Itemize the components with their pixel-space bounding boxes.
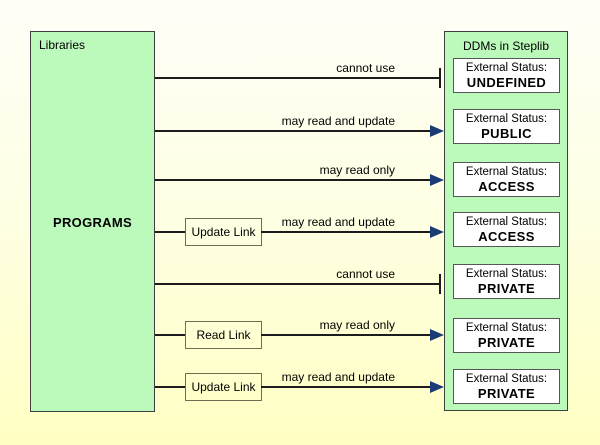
status-value: PUBLIC (481, 126, 532, 141)
status-box-private-2: External Status: PRIVATE (453, 318, 560, 353)
update-link-box: Update Link (185, 373, 262, 401)
arrow-head-icon (430, 381, 444, 393)
libraries-title: Libraries (39, 38, 86, 52)
arrow-head-icon (430, 226, 444, 238)
connector-line (261, 231, 431, 233)
status-prefix: External Status: (465, 166, 548, 178)
status-value: ACCESS (478, 179, 535, 194)
connector-line (261, 386, 431, 388)
relation-label: cannot use (336, 267, 395, 281)
relation-label: may read and update (281, 114, 395, 128)
status-box-access-1: External Status: ACCESS (453, 162, 560, 197)
read-link-box: Read Link (185, 321, 262, 349)
relation-label: may read and update (281, 215, 395, 229)
connector-line (155, 231, 186, 233)
status-value: PRIVATE (477, 281, 536, 296)
update-link-box: Update Link (185, 218, 262, 246)
relation-label: may read only (319, 318, 395, 332)
status-box-private-3: External Status: PRIVATE (453, 369, 560, 404)
status-value: UNDEFINED (466, 75, 547, 90)
connector-line (155, 334, 186, 336)
status-value: ACCESS (478, 229, 535, 244)
connector-line (155, 386, 186, 388)
connector-line (155, 283, 440, 285)
relation-label: may read only (319, 163, 395, 177)
status-prefix: External Status: (465, 373, 548, 385)
status-prefix: External Status: (465, 268, 548, 280)
status-box-private-1: External Status: PRIVATE (453, 264, 560, 299)
libraries-box: Libraries PROGRAMS (30, 31, 155, 412)
status-prefix: External Status: (465, 216, 548, 228)
connector-line (155, 179, 431, 181)
status-value: PRIVATE (477, 335, 536, 350)
blocked-terminator-icon (439, 274, 441, 294)
status-box-access-2: External Status: ACCESS (453, 212, 560, 247)
status-box-undefined: External Status: UNDEFINED (453, 58, 560, 93)
status-prefix: External Status: (465, 62, 548, 74)
status-box-public: External Status: PUBLIC (453, 109, 560, 144)
relation-label: cannot use (336, 61, 395, 75)
arrow-head-icon (430, 174, 444, 186)
arrow-head-icon (430, 329, 444, 341)
relation-label: may read and update (281, 370, 395, 384)
status-value: PRIVATE (477, 386, 536, 401)
status-prefix: External Status: (465, 113, 548, 125)
connector-line (261, 334, 431, 336)
arrow-head-icon (430, 125, 444, 137)
status-prefix: External Status: (465, 322, 548, 334)
connector-line (155, 130, 431, 132)
programs-label: PROGRAMS (53, 215, 132, 230)
connector-line (155, 77, 440, 79)
ddms-in-steplib-title: DDMs in Steplib (462, 39, 550, 53)
blocked-terminator-icon (439, 68, 441, 88)
